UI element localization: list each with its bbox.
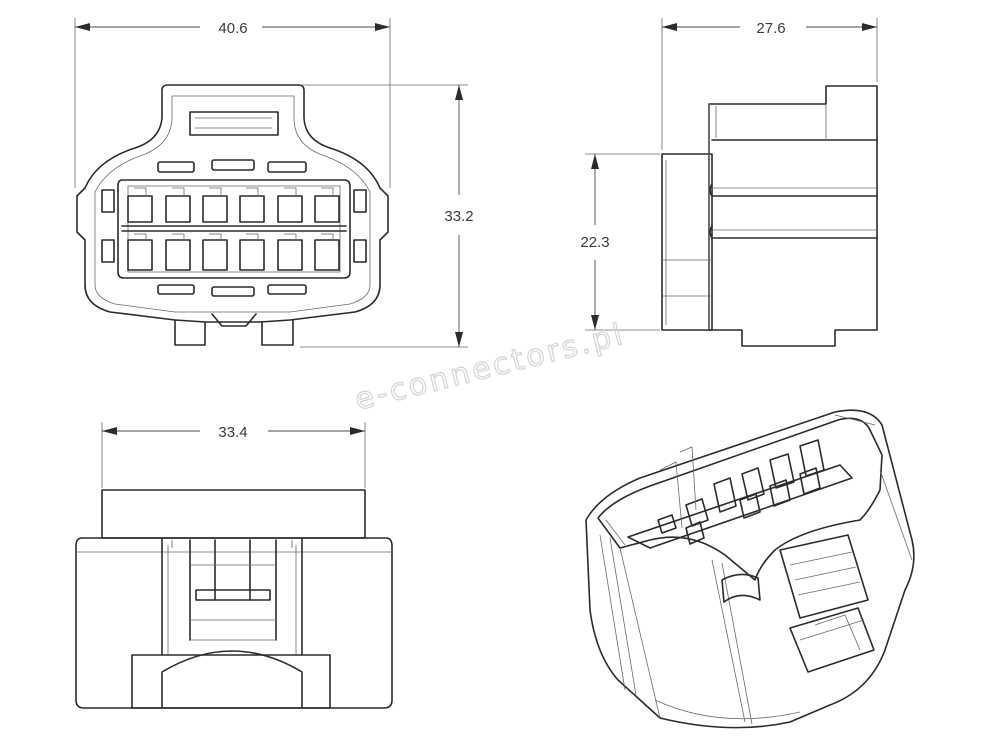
- bottom-width-label: 33.4: [218, 424, 247, 441]
- side-width-label: 27.6: [756, 20, 785, 37]
- watermark-text: e-connectors.pl: [351, 317, 628, 418]
- terminal-row-top: [127, 187, 340, 223]
- front-width-dimension: [74, 18, 391, 188]
- terminal-row-bottom: [127, 233, 340, 271]
- bottom-view: [75, 489, 393, 709]
- side-height-label: 22.3: [580, 234, 609, 251]
- bottom-width-dimension: [101, 422, 366, 488]
- front-width-label: 40.6: [218, 20, 247, 37]
- side-height-dimension: [585, 153, 660, 331]
- front-height-dimension: [300, 84, 468, 348]
- side-width-dimension: [661, 18, 878, 150]
- isometric-view: [585, 409, 915, 729]
- front-height-label: 33.2: [444, 208, 473, 225]
- front-view: [76, 84, 389, 346]
- isometric-terminals: [657, 439, 825, 545]
- side-view: [661, 85, 878, 347]
